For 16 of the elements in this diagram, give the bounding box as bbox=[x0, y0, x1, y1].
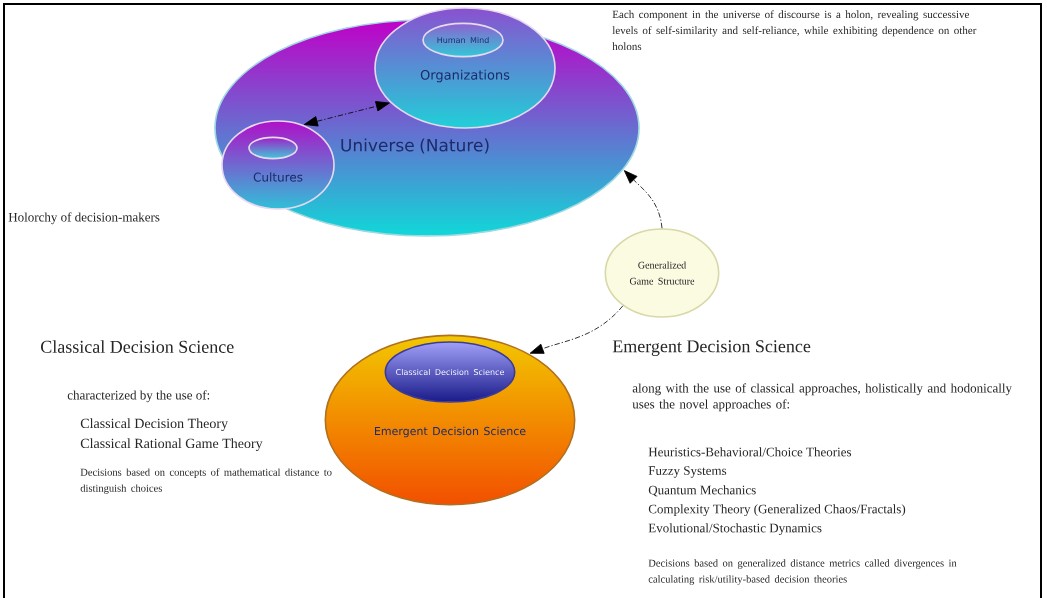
text-label: Evolutional/Stochastic Dynamics bbox=[648, 523, 822, 536]
text-label: Decisions based on generalized distance metrics called divergences in calculating risk/utility-based decision theories bbox=[648, 559, 957, 585]
text-label: characterized by the use of: bbox=[67, 390, 210, 403]
text-label: Heuristics-Behavioral/Choice Theories bbox=[648, 447, 852, 457]
text-label: Classical Decision Science bbox=[41, 340, 234, 353]
text-label: Classical Decision Theory bbox=[80, 418, 228, 431]
text-label: Complexity Theory (Generalized Chaos/Fractals) bbox=[648, 504, 906, 517]
text-label: Classical Rational Game Theory bbox=[80, 438, 263, 451]
text-label: Emergent Decision Science bbox=[612, 340, 811, 357]
arrow bbox=[303, 101, 390, 127]
text-label: Fuzzy Systems bbox=[648, 466, 727, 478]
arrow bbox=[529, 305, 624, 354]
text-label: Quantum Mechanics bbox=[648, 485, 756, 497]
text-label: along with the use of classical approaches, holistically and hodonically uses the novel approaches of: bbox=[632, 383, 1012, 412]
text-label: Holorchy of decision-makers bbox=[8, 212, 160, 225]
arrow bbox=[623, 170, 663, 229]
